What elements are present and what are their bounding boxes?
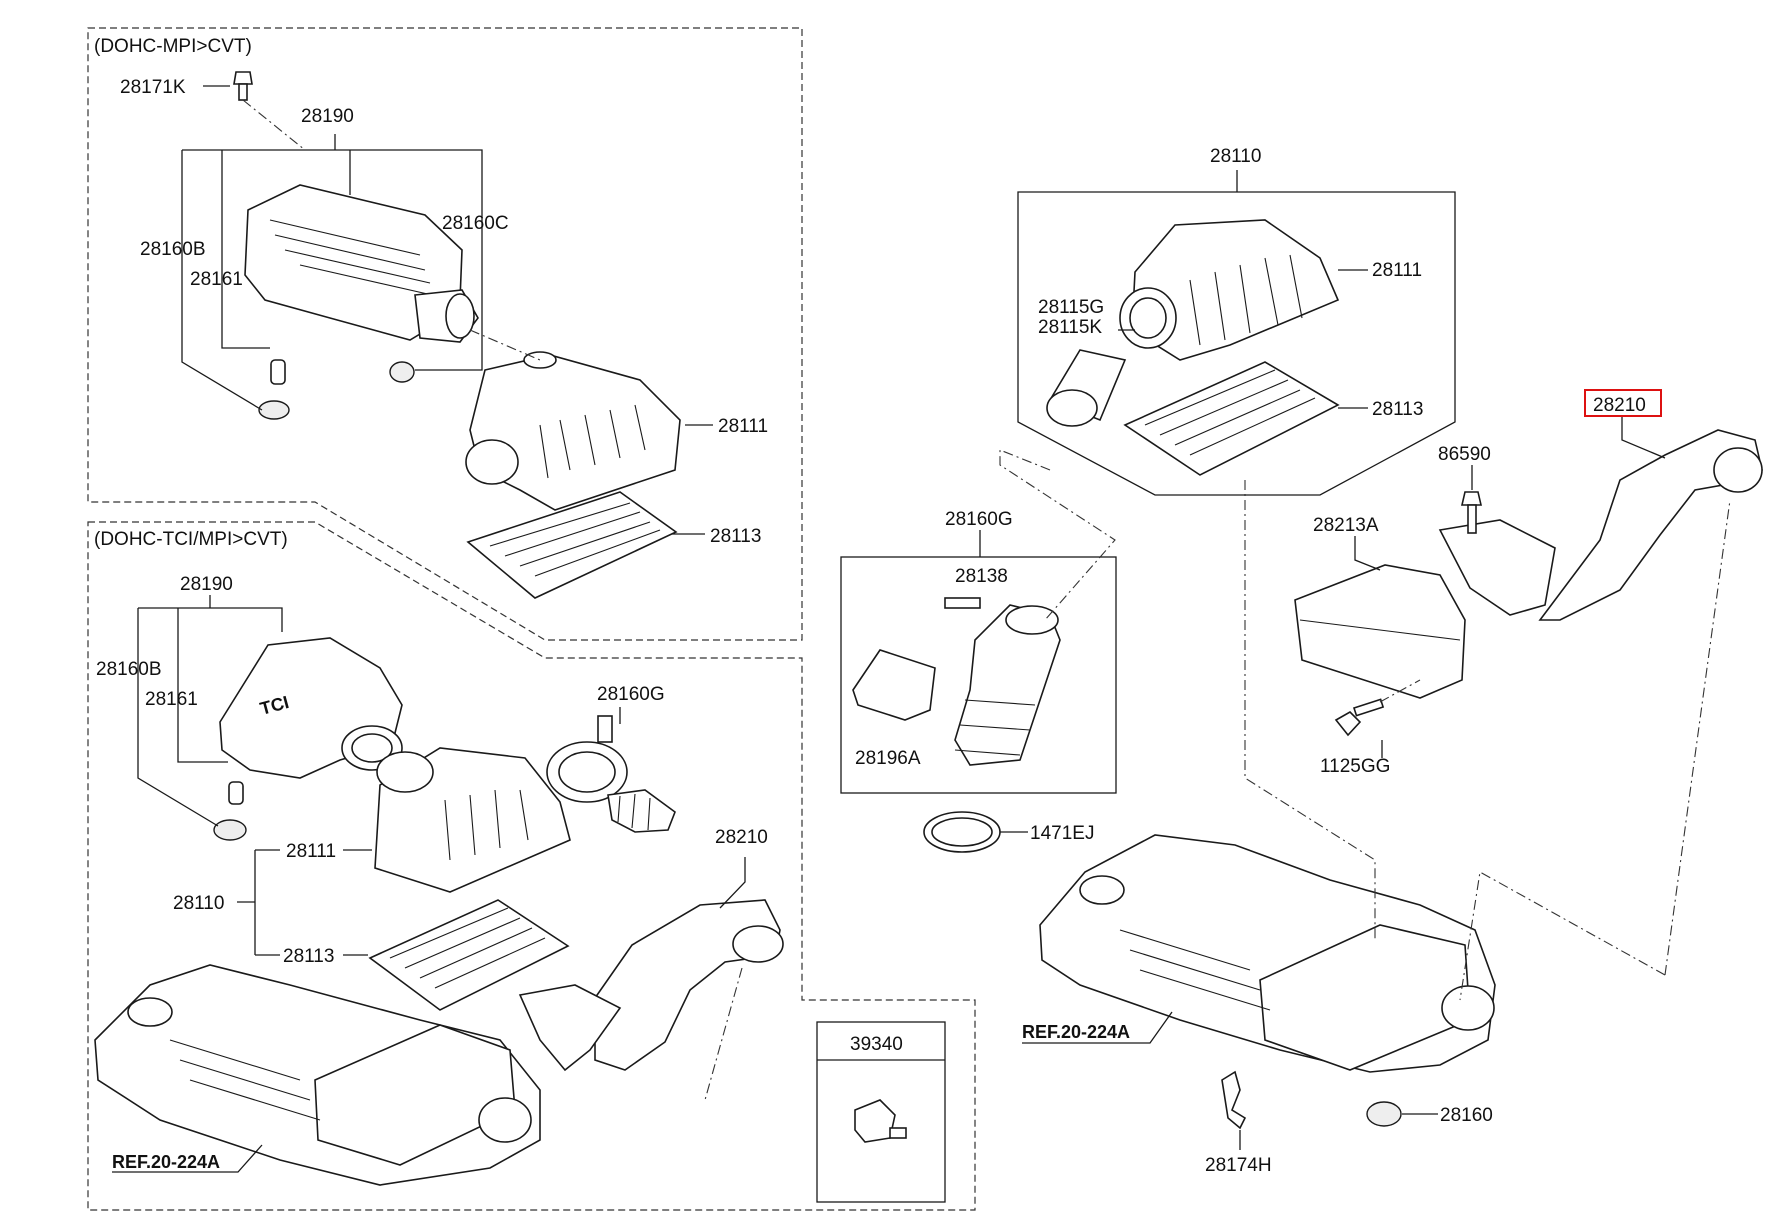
label-28160B-tci: 28160B [96, 659, 162, 680]
label-28213A: 28213A [1313, 515, 1379, 536]
label-28161-tci: 28161 [145, 689, 198, 710]
label-28210-right: 28210 [1593, 395, 1646, 416]
air-cleaner-cover-tci: TCI [219, 637, 403, 779]
label-39340: 39340 [850, 1034, 903, 1055]
grommet-28160C [389, 361, 415, 383]
leader-28161-b [177, 608, 228, 763]
label-28160G-tci: 28160G [597, 684, 665, 705]
grommet-28160 [1366, 1101, 1402, 1127]
label-28115K: 28115K [1038, 317, 1102, 338]
clamp-1471EJ [923, 811, 1001, 853]
ref-label-left: REF.20-224A [112, 1152, 220, 1172]
filter-28196A [852, 649, 936, 721]
air-filter-tci [368, 899, 570, 1011]
label-28110-tci: 28110 [173, 893, 224, 914]
leader-28160B-b [137, 608, 219, 827]
assembly-box-28160G [840, 556, 1117, 794]
label-28161-top: 28161 [190, 269, 243, 290]
ref-leader-right [1022, 1011, 1173, 1044]
air-cleaner-body-top [465, 351, 681, 511]
label-1471EJ: 1471EJ [1030, 823, 1094, 844]
label-28113-right: 28113 [1372, 399, 1423, 420]
air-cleaner-cover-right [1119, 219, 1340, 361]
label-28160B-top: 28160B [140, 239, 206, 260]
ref-label-right: REF.20-224A [1022, 1022, 1130, 1042]
leader-28110-bracket-b [254, 849, 280, 956]
leader-28190-bracket-b [138, 607, 283, 632]
leader-28190-bracket-a [182, 149, 483, 371]
section-borders [87, 27, 976, 1211]
label-28113-tci: 28113 [283, 946, 334, 967]
label-28190-tci: 28190 [180, 574, 233, 595]
label-28138: 28138 [955, 566, 1008, 587]
intake-manifold-right [1039, 834, 1496, 1073]
sensor-box-39340 [816, 1021, 946, 1203]
bolt-28171K [233, 71, 306, 151]
leader-28210-b [719, 857, 746, 909]
pin-28161-top [270, 359, 286, 385]
section-title-mpi: (DOHC-MPI>CVT) [94, 36, 252, 57]
label-28160C: 28160C [442, 213, 509, 234]
label-28196A: 28196A [855, 748, 921, 769]
intake-manifold-tci [94, 964, 541, 1186]
bolt-86590 [1460, 491, 1483, 534]
highlight-box-28210 [1584, 389, 1662, 417]
intake-hose-tci [518, 899, 784, 1072]
sleeve-28115G [1046, 349, 1127, 427]
assembly-line-c3 [1664, 499, 1731, 976]
label-28210-tci: 28210 [715, 827, 768, 848]
assembly-line-c2 [1244, 480, 1376, 940]
label-28111-right: 28111 [1372, 260, 1422, 281]
bolt-1125GG [1334, 698, 1385, 737]
label-28160G-right: 28160G [945, 509, 1013, 530]
label-28160-right: 28160 [1440, 1105, 1493, 1126]
label-28115G: 28115G [1038, 297, 1104, 318]
clip-28174H [1221, 1070, 1247, 1130]
grommet-28160B-tci [213, 819, 247, 841]
label-28111-tci: 28111 [286, 841, 336, 862]
duct-28213A [1294, 564, 1466, 699]
label-28190-top: 28190 [301, 106, 354, 127]
air-cleaner-cover-top [244, 184, 479, 343]
label-28174H: 28174H [1205, 1155, 1272, 1176]
assembly-box-28110 [1017, 191, 1456, 496]
label-28171K: 28171K [120, 77, 186, 98]
leader-28160B-a [181, 150, 263, 411]
air-cleaner-body-tci [374, 747, 571, 893]
leader-28161-a [221, 150, 270, 349]
pin-28161-tci [228, 781, 244, 805]
air-filter-top [466, 491, 678, 599]
leader-28190-a [334, 134, 351, 195]
label-28110-right: 28110 [1210, 146, 1261, 167]
grommet-28160B-top [258, 400, 290, 420]
label-1125GG: 1125GG [1320, 756, 1390, 777]
assembly-line-a [469, 329, 541, 361]
intake-hose-right [1438, 429, 1763, 621]
air-filter-right [1123, 361, 1340, 476]
turbo-hose-28160G [546, 715, 676, 833]
leader-28213A-c [1354, 536, 1381, 571]
leader-28210-c [1621, 417, 1666, 459]
ref-leader-left [112, 1144, 263, 1173]
label-86590: 86590 [1438, 444, 1491, 465]
hose-28138 [944, 597, 1061, 766]
assembly-line-c1 [999, 449, 1116, 621]
label-28111-top: 28111 [718, 416, 768, 437]
section-title-tci: (DOHC-TCI/MPI>CVT) [94, 529, 288, 550]
assembly-line-bolt [1379, 679, 1421, 703]
assembly-line-b [704, 967, 743, 1101]
label-28113-top: 28113 [710, 526, 761, 547]
